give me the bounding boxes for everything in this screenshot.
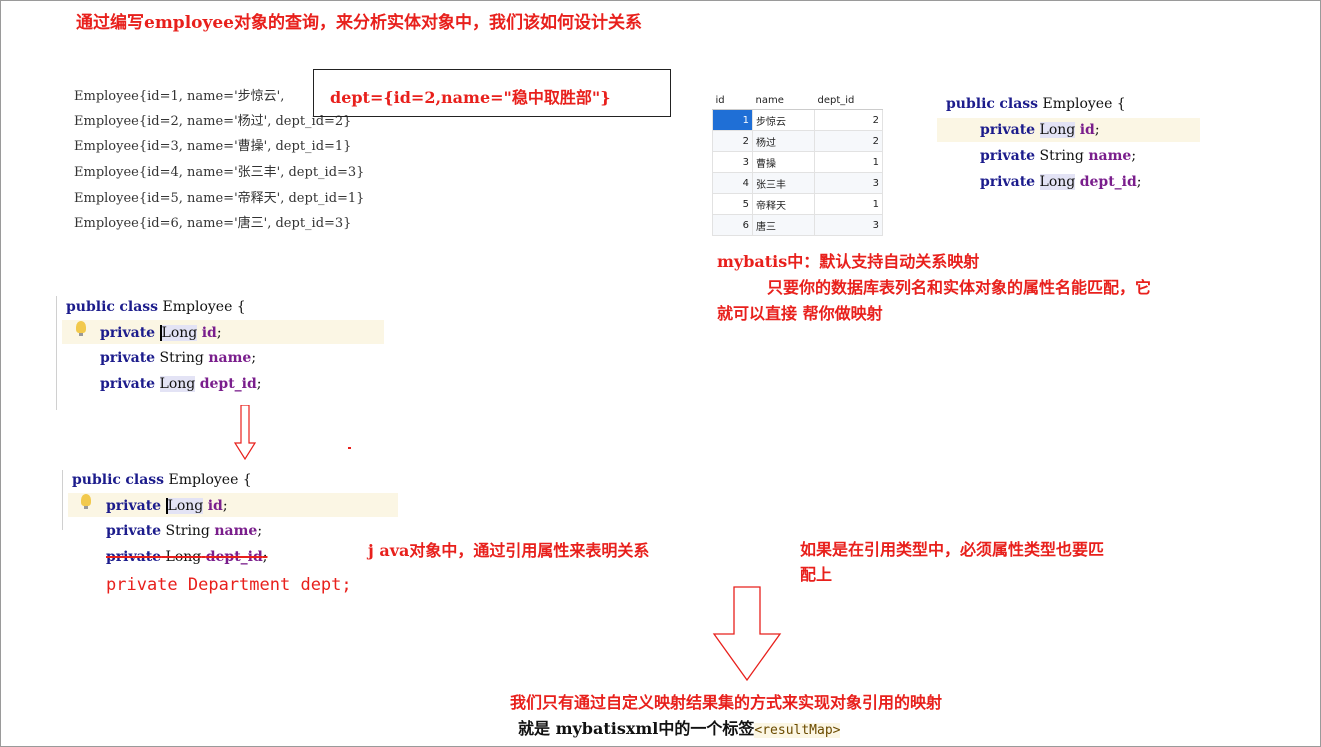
output-line-5: Employee{id=5, name='帝释天', dept_id=1}: [74, 191, 365, 206]
output-line-6: Employee{id=6, name='唐三', dept_id=3}: [74, 216, 352, 231]
cell-dept-id[interactable]: 1: [814, 151, 883, 173]
output-line-3: Employee{id=3, name='曹操', dept_id=1}: [74, 139, 352, 154]
cell-id[interactable]: 4: [712, 172, 753, 194]
code-field-dept-1: private Long dept_id;: [100, 376, 262, 392]
code-field-id-2: private Long id;: [106, 498, 228, 514]
code-field-dept-top: private Long dept_id;: [980, 174, 1142, 190]
cell-name[interactable]: 张三丰: [752, 172, 815, 194]
db-result-table: id name dept_id 1 步惊云 2 2 杨过 2 3 曹操 1 4 …: [712, 92, 883, 236]
cell-id[interactable]: 2: [712, 130, 753, 152]
table-row[interactable]: 3 曹操 1: [712, 151, 883, 173]
highlight-box: [313, 69, 671, 117]
cell-name[interactable]: 步惊云: [752, 109, 815, 131]
result-map-tag: <resultMap>: [754, 723, 841, 738]
cell-dept-id[interactable]: 2: [814, 109, 883, 131]
col-header-id: id: [712, 92, 753, 110]
mybatis-note-title: mybatis中：默认支持自动关系映射: [717, 252, 980, 271]
col-header-name: name: [752, 92, 815, 110]
cell-name[interactable]: 杨过: [752, 130, 815, 152]
cell-name[interactable]: 帝释天: [752, 193, 815, 215]
bottom-note-red: 我们只有通过自定义映射结果集的方式来实现对象引用的映射: [510, 693, 943, 712]
big-down-arrow-icon: [712, 586, 782, 682]
table-row[interactable]: 1 步惊云 2: [712, 109, 883, 131]
table-row[interactable]: 6 唐三 3: [712, 214, 883, 236]
mybatis-note-body-2: 就可以直接 帮你做映射: [717, 304, 883, 323]
current-line-highlight: [68, 493, 398, 517]
output-line-1: Employee{id=1, name='步惊云',: [74, 89, 285, 104]
slide-title: 通过编写employee对象的查询，来分析实体对象中，我们该如何设计关系: [76, 13, 642, 33]
cell-id[interactable]: 3: [712, 151, 753, 173]
cell-id[interactable]: 6: [712, 214, 753, 236]
code-field-name-2: private String name;: [106, 523, 263, 539]
editor-gutter-line: [62, 470, 63, 530]
java-reference-note: j ava对象中，通过引用属性来表明关系: [368, 541, 650, 560]
cell-name[interactable]: 曹操: [752, 151, 815, 173]
cell-dept-id[interactable]: 3: [814, 214, 883, 236]
cell-id[interactable]: 1: [712, 109, 753, 131]
down-arrow-icon: [233, 405, 257, 461]
cell-dept-id[interactable]: 1: [814, 193, 883, 215]
stray-mark: [348, 447, 351, 449]
cell-dept-id[interactable]: 3: [814, 172, 883, 194]
code-field-name-top: private String name;: [980, 148, 1137, 164]
department-field-line: private Department dept;: [106, 575, 352, 595]
boxed-dept-output: dept={id=2,name="稳中取胜部"}: [330, 88, 611, 107]
code-class-decl-top: public class Employee {: [946, 96, 1126, 112]
output-line-2: Employee{id=2, name='杨过', dept_id=2}: [74, 114, 352, 129]
code-class-decl-2: public class Employee {: [72, 472, 252, 488]
cell-dept-id[interactable]: 2: [814, 130, 883, 152]
bottom-note-black: 就是 mybatisxml中的一个标签<resultMap>: [518, 719, 841, 738]
cell-name[interactable]: 唐三: [752, 214, 815, 236]
col-header-dept-id: dept_id: [814, 92, 883, 110]
editor-gutter-line: [56, 296, 57, 410]
table-row[interactable]: 2 杨过 2: [712, 130, 883, 152]
table-row[interactable]: 5 帝释天 1: [712, 193, 883, 215]
mybatis-note-body-1: 只要你的数据库表列名和实体对象的属性名能匹配，它: [767, 278, 1152, 297]
code-field-name-1: private String name;: [100, 350, 257, 366]
lightbulb-icon[interactable]: [76, 321, 86, 336]
reference-type-note-1: 如果是在引用类型中，必须属性类型也要匹: [800, 540, 1105, 559]
current-line-highlight: [62, 320, 384, 344]
code-field-id-1: private Long id;: [100, 325, 222, 341]
cell-id[interactable]: 5: [712, 193, 753, 215]
output-line-4: Employee{id=4, name='张三丰', dept_id=3}: [74, 165, 365, 180]
table-row[interactable]: 4 张三丰 3: [712, 172, 883, 194]
reference-type-note-2: 配上: [800, 565, 833, 584]
code-class-decl-1: public class Employee {: [66, 299, 246, 315]
lightbulb-icon[interactable]: [81, 494, 91, 509]
code-field-id-top: private Long id;: [980, 122, 1100, 138]
code-field-dept-struck: private Long dept_id;: [106, 549, 268, 565]
